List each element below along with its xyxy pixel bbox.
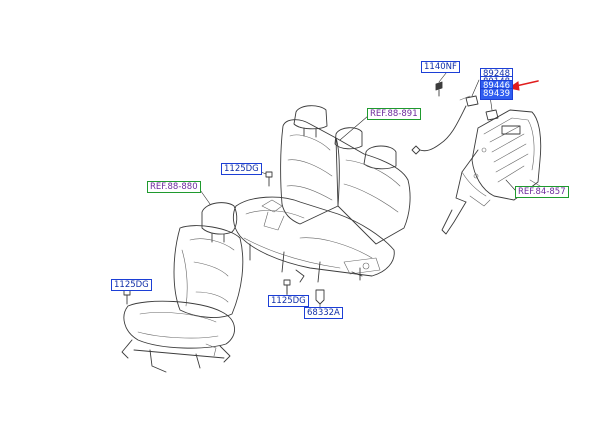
usb-harness bbox=[411, 95, 499, 155]
red-pointer-arrow bbox=[507, 80, 539, 91]
side-trim-panel bbox=[441, 109, 542, 235]
front-seat bbox=[121, 202, 244, 373]
callout-1125dg-front[interactable]: 1125DG bbox=[111, 279, 152, 291]
callout-1125dg-lower[interactable]: 1125DG bbox=[268, 295, 309, 307]
leader-lines bbox=[126, 67, 516, 308]
callout-1125dg-rear[interactable]: 1125DG bbox=[221, 163, 262, 175]
rear-seat-assembly bbox=[232, 105, 411, 283]
callout-68332a[interactable]: 68332A bbox=[304, 307, 343, 319]
callout-1140nf[interactable]: 1140NF bbox=[421, 61, 460, 73]
callout-highlighted-bottom[interactable]: 89439 bbox=[480, 88, 514, 100]
ref-84-857[interactable]: REF.84-857 bbox=[515, 186, 569, 198]
ref-88-891[interactable]: REF.88-891 bbox=[367, 108, 421, 120]
ref-88-880[interactable]: REF.88-880 bbox=[147, 181, 201, 193]
